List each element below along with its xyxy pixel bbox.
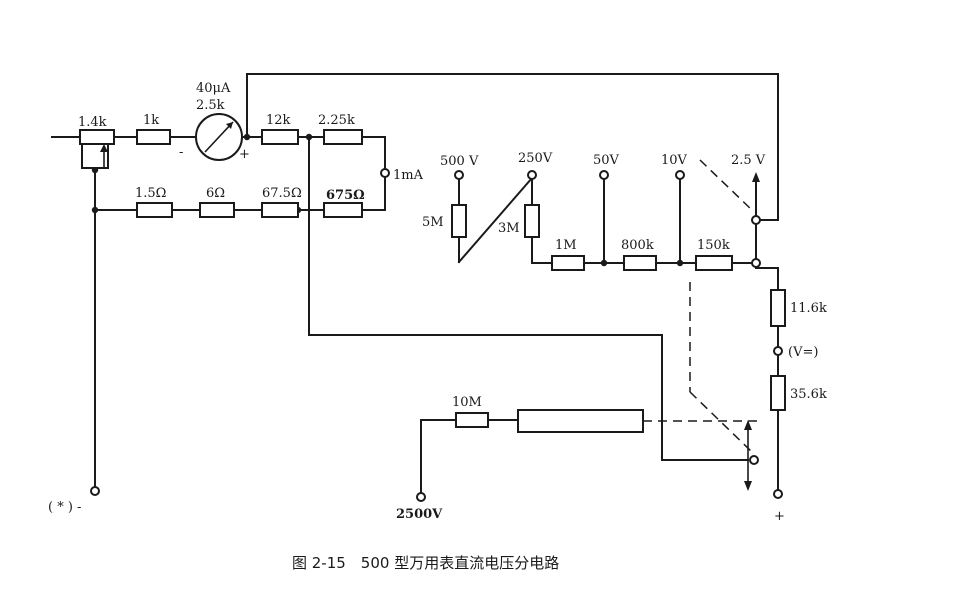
label-positive: + xyxy=(774,509,785,524)
resistor-150k xyxy=(695,255,733,271)
terminal-500v xyxy=(454,170,464,180)
resistors xyxy=(136,129,786,433)
resistor-5m xyxy=(451,204,467,238)
resistor-1-5-ohm xyxy=(136,202,173,218)
resistor-1k xyxy=(136,129,171,145)
label-6-ohm: 6Ω xyxy=(206,186,225,201)
label-2-5v: 2.5 V xyxy=(731,153,766,168)
arrow-up-icon xyxy=(752,172,760,182)
wires xyxy=(51,73,779,495)
label-meter-plus: + xyxy=(239,147,250,162)
switch-linkage-dashed xyxy=(643,159,760,453)
label-250v: 250V xyxy=(518,151,553,166)
label-1ma: 1mA xyxy=(393,168,424,183)
terminal-250v xyxy=(527,170,537,180)
label-2-5k: 2.5k xyxy=(196,98,225,113)
label-negative: ( * ) - xyxy=(48,500,81,515)
label-12k: 12k xyxy=(266,113,291,128)
component-labels: 1.4k 1k 40μA 2.5k - + 12k 2.25k 1mA 1.5Ω… xyxy=(48,81,827,524)
terminal-2500v xyxy=(416,492,426,502)
switch-contact-2500v xyxy=(749,455,759,465)
switch-contact-common xyxy=(751,258,761,268)
label-vdc: (V=) xyxy=(788,345,818,360)
terminal-10v xyxy=(675,170,685,180)
figure-caption: 图 2-15 500 型万用表直流电压分电路 xyxy=(292,554,559,572)
resistor-3m xyxy=(524,204,540,238)
label-3m: 3M xyxy=(498,221,520,236)
label-10v: 10V xyxy=(661,153,688,168)
terminals xyxy=(90,168,783,502)
resistor-10m-large xyxy=(517,409,644,433)
label-50v: 50V xyxy=(593,153,620,168)
label-35-6k: 35.6k xyxy=(790,387,827,402)
terminal-1ma xyxy=(380,168,390,178)
resistor-800k xyxy=(623,255,657,271)
resistor-67-5-ohm xyxy=(261,202,299,218)
label-5m: 5M xyxy=(422,215,444,230)
arrow-up-icon xyxy=(744,420,752,430)
arrow-down-icon xyxy=(744,481,752,491)
label-1m: 1M xyxy=(555,238,577,253)
resistor-1m xyxy=(551,255,585,271)
resistor-35-6k xyxy=(770,375,786,411)
resistor-11-6k xyxy=(770,289,786,327)
label-675-ohm: 675Ω xyxy=(326,188,365,203)
resistor-10m xyxy=(455,412,489,428)
label-11-6k: 11.6k xyxy=(790,301,827,316)
meter-40ua-icon xyxy=(195,113,243,161)
resistor-675-ohm xyxy=(323,202,363,218)
label-67-5-ohm: 67.5Ω xyxy=(262,186,302,201)
label-1-4k: 1.4k xyxy=(78,115,107,130)
label-10m: 10M xyxy=(452,395,482,410)
terminal-positive xyxy=(773,489,783,499)
label-800k: 800k xyxy=(621,238,654,253)
resistor-2-25k xyxy=(323,129,363,145)
resistor-6-ohm xyxy=(199,202,235,218)
label-2-25k: 2.25k xyxy=(318,113,355,128)
switch-arrows xyxy=(744,172,760,491)
terminal-50v xyxy=(599,170,609,180)
switch-contact-2-5v xyxy=(751,215,761,225)
label-1-5-ohm: 1.5Ω xyxy=(135,186,166,201)
label-2500v: 2500V xyxy=(396,507,443,522)
potentiometer-1-4k xyxy=(79,129,115,169)
label-1k: 1k xyxy=(143,113,159,128)
label-500v: 500 V xyxy=(440,154,479,169)
label-40ua: 40μA xyxy=(196,81,231,96)
label-meter-minus: - xyxy=(179,145,183,160)
label-150k: 150k xyxy=(697,238,730,253)
terminal-negative xyxy=(90,486,100,496)
resistor-12k xyxy=(261,129,299,145)
terminal-vdc xyxy=(773,346,783,356)
